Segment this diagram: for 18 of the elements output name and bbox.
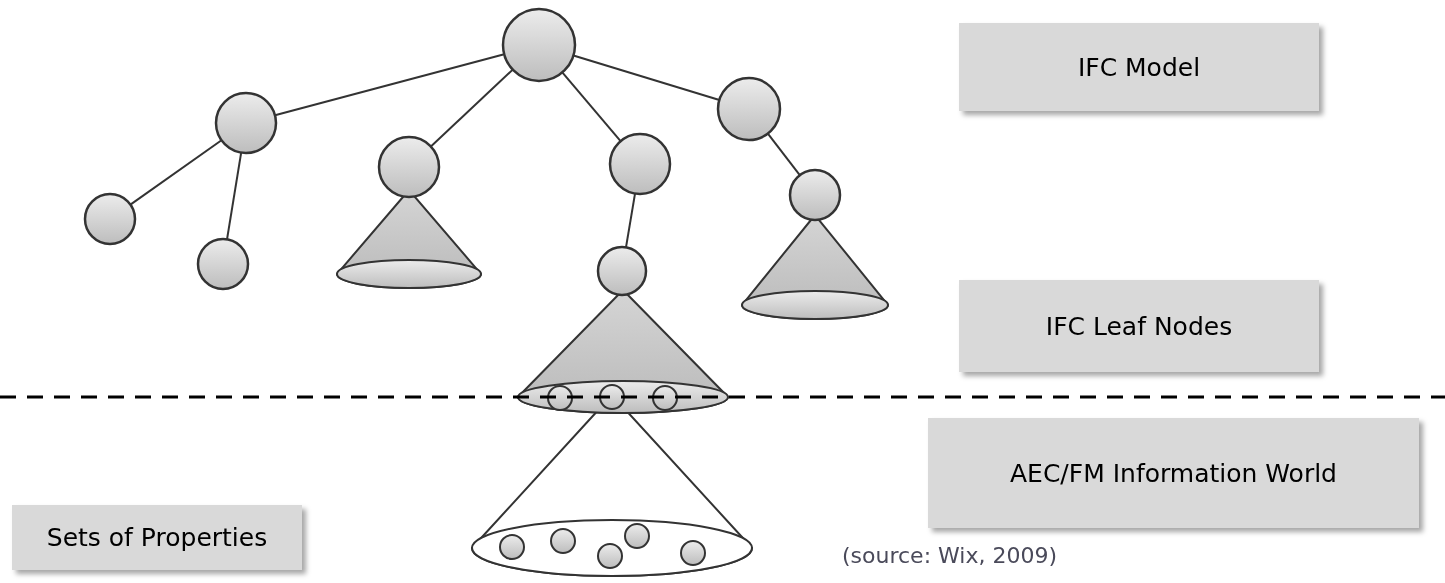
tree-node-circle — [501, 7, 577, 83]
connector-line — [429, 68, 514, 148]
label-box: IFC Leaf Nodes — [959, 280, 1319, 372]
label-box: IFC Model — [959, 23, 1319, 111]
tree-node-circle — [596, 245, 648, 297]
connector-line — [561, 71, 622, 143]
tree-node-circle — [214, 91, 278, 155]
label-box: AEC/FM Information World — [928, 418, 1419, 528]
connector-line — [766, 132, 801, 177]
tree-node-circle — [377, 135, 441, 199]
tree-node-circle — [196, 237, 250, 291]
tree-node-circle — [608, 132, 672, 196]
connector-line — [129, 139, 223, 206]
label-box: Sets of Properties — [12, 505, 302, 570]
tree-node-circle — [788, 168, 842, 222]
tree-node-circle — [716, 76, 782, 142]
tree-node-circle — [83, 192, 137, 246]
source-note: (source: Wix, 2009) — [842, 543, 1057, 568]
